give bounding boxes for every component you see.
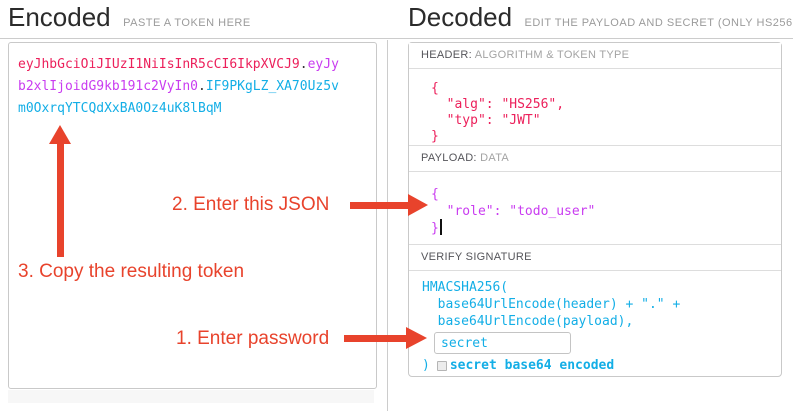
column-divider bbox=[387, 40, 388, 411]
encoded-token-text[interactable]: eyJhbGciOiJIUzI1NiIsInR5cCI6IkpXVCJ9.eyJ… bbox=[18, 57, 339, 116]
signature-closing-line: ) secret base64 encoded bbox=[422, 358, 769, 373]
arrow-right-icon-step1-head bbox=[406, 327, 427, 349]
encoded-heading: Encoded PASTE A TOKEN HERE bbox=[8, 2, 251, 33]
decoded-panel: HEADER: ALGORITHM & TOKEN TYPE { "alg": … bbox=[408, 42, 782, 377]
payload-label: PAYLOAD: bbox=[421, 152, 477, 164]
arrow-right-icon-step2-head bbox=[408, 194, 428, 216]
header-json-area[interactable]: { "alg": "HS256", "typ": "JWT" } bbox=[409, 69, 781, 146]
encoded-title: Encoded bbox=[8, 2, 111, 32]
verify-signature-area: HMACSHA256( base64UrlEncode(header) + ".… bbox=[409, 271, 781, 376]
annotation-step3: 3. Copy the resulting token bbox=[18, 261, 245, 282]
arrow-right-icon-step2 bbox=[350, 202, 408, 209]
decoded-title: Decoded bbox=[408, 2, 513, 32]
header-label-note: ALGORITHM & TOKEN TYPE bbox=[474, 49, 630, 61]
token-editor-footer-strip bbox=[8, 390, 374, 403]
encoded-token-editor[interactable]: eyJhbGciOiJIUzI1NiIsInR5cCI6IkpXVCJ9.eyJ… bbox=[8, 42, 377, 389]
payload-section-label: PAYLOAD: DATA bbox=[409, 146, 781, 172]
verify-signature-section-label: VERIFY SIGNATURE bbox=[409, 245, 781, 271]
decoded-subtitle: EDIT THE PAYLOAD AND SECRET (ONLY HS256 … bbox=[524, 17, 793, 29]
annotation-step1: 1. Enter password bbox=[176, 328, 330, 349]
header-label: HEADER: bbox=[421, 49, 472, 61]
payload-json[interactable]: { "role": "todo_user" } bbox=[431, 187, 596, 236]
header-json[interactable]: { "alg": "HS256", "typ": "JWT" } bbox=[431, 81, 565, 144]
secret-input[interactable] bbox=[434, 332, 571, 354]
arrow-right-icon-step1 bbox=[344, 335, 406, 342]
text-cursor bbox=[440, 219, 442, 235]
secret-base64-checkbox[interactable] bbox=[436, 360, 447, 371]
encoded-subtitle: PASTE A TOKEN HERE bbox=[123, 17, 251, 29]
header-section-label: HEADER: ALGORITHM & TOKEN TYPE bbox=[409, 43, 781, 69]
arrow-up-icon bbox=[57, 143, 64, 257]
verify-signature-label: VERIFY SIGNATURE bbox=[421, 251, 532, 263]
decoded-heading: Decoded EDIT THE PAYLOAD AND SECRET (ONL… bbox=[408, 2, 793, 33]
secret-base64-label: secret base64 encoded bbox=[449, 358, 615, 373]
arrow-up-icon-head bbox=[49, 125, 71, 144]
page-header: Encoded PASTE A TOKEN HERE Decoded EDIT … bbox=[0, 0, 793, 39]
annotation-step2: 2. Enter this JSON bbox=[172, 194, 330, 215]
closing-paren: ) bbox=[422, 358, 430, 373]
signature-code: HMACSHA256( base64UrlEncode(header) + ".… bbox=[422, 280, 681, 329]
payload-json-area[interactable]: { "role": "todo_user" } bbox=[409, 172, 781, 245]
payload-label-note: DATA bbox=[480, 152, 510, 164]
